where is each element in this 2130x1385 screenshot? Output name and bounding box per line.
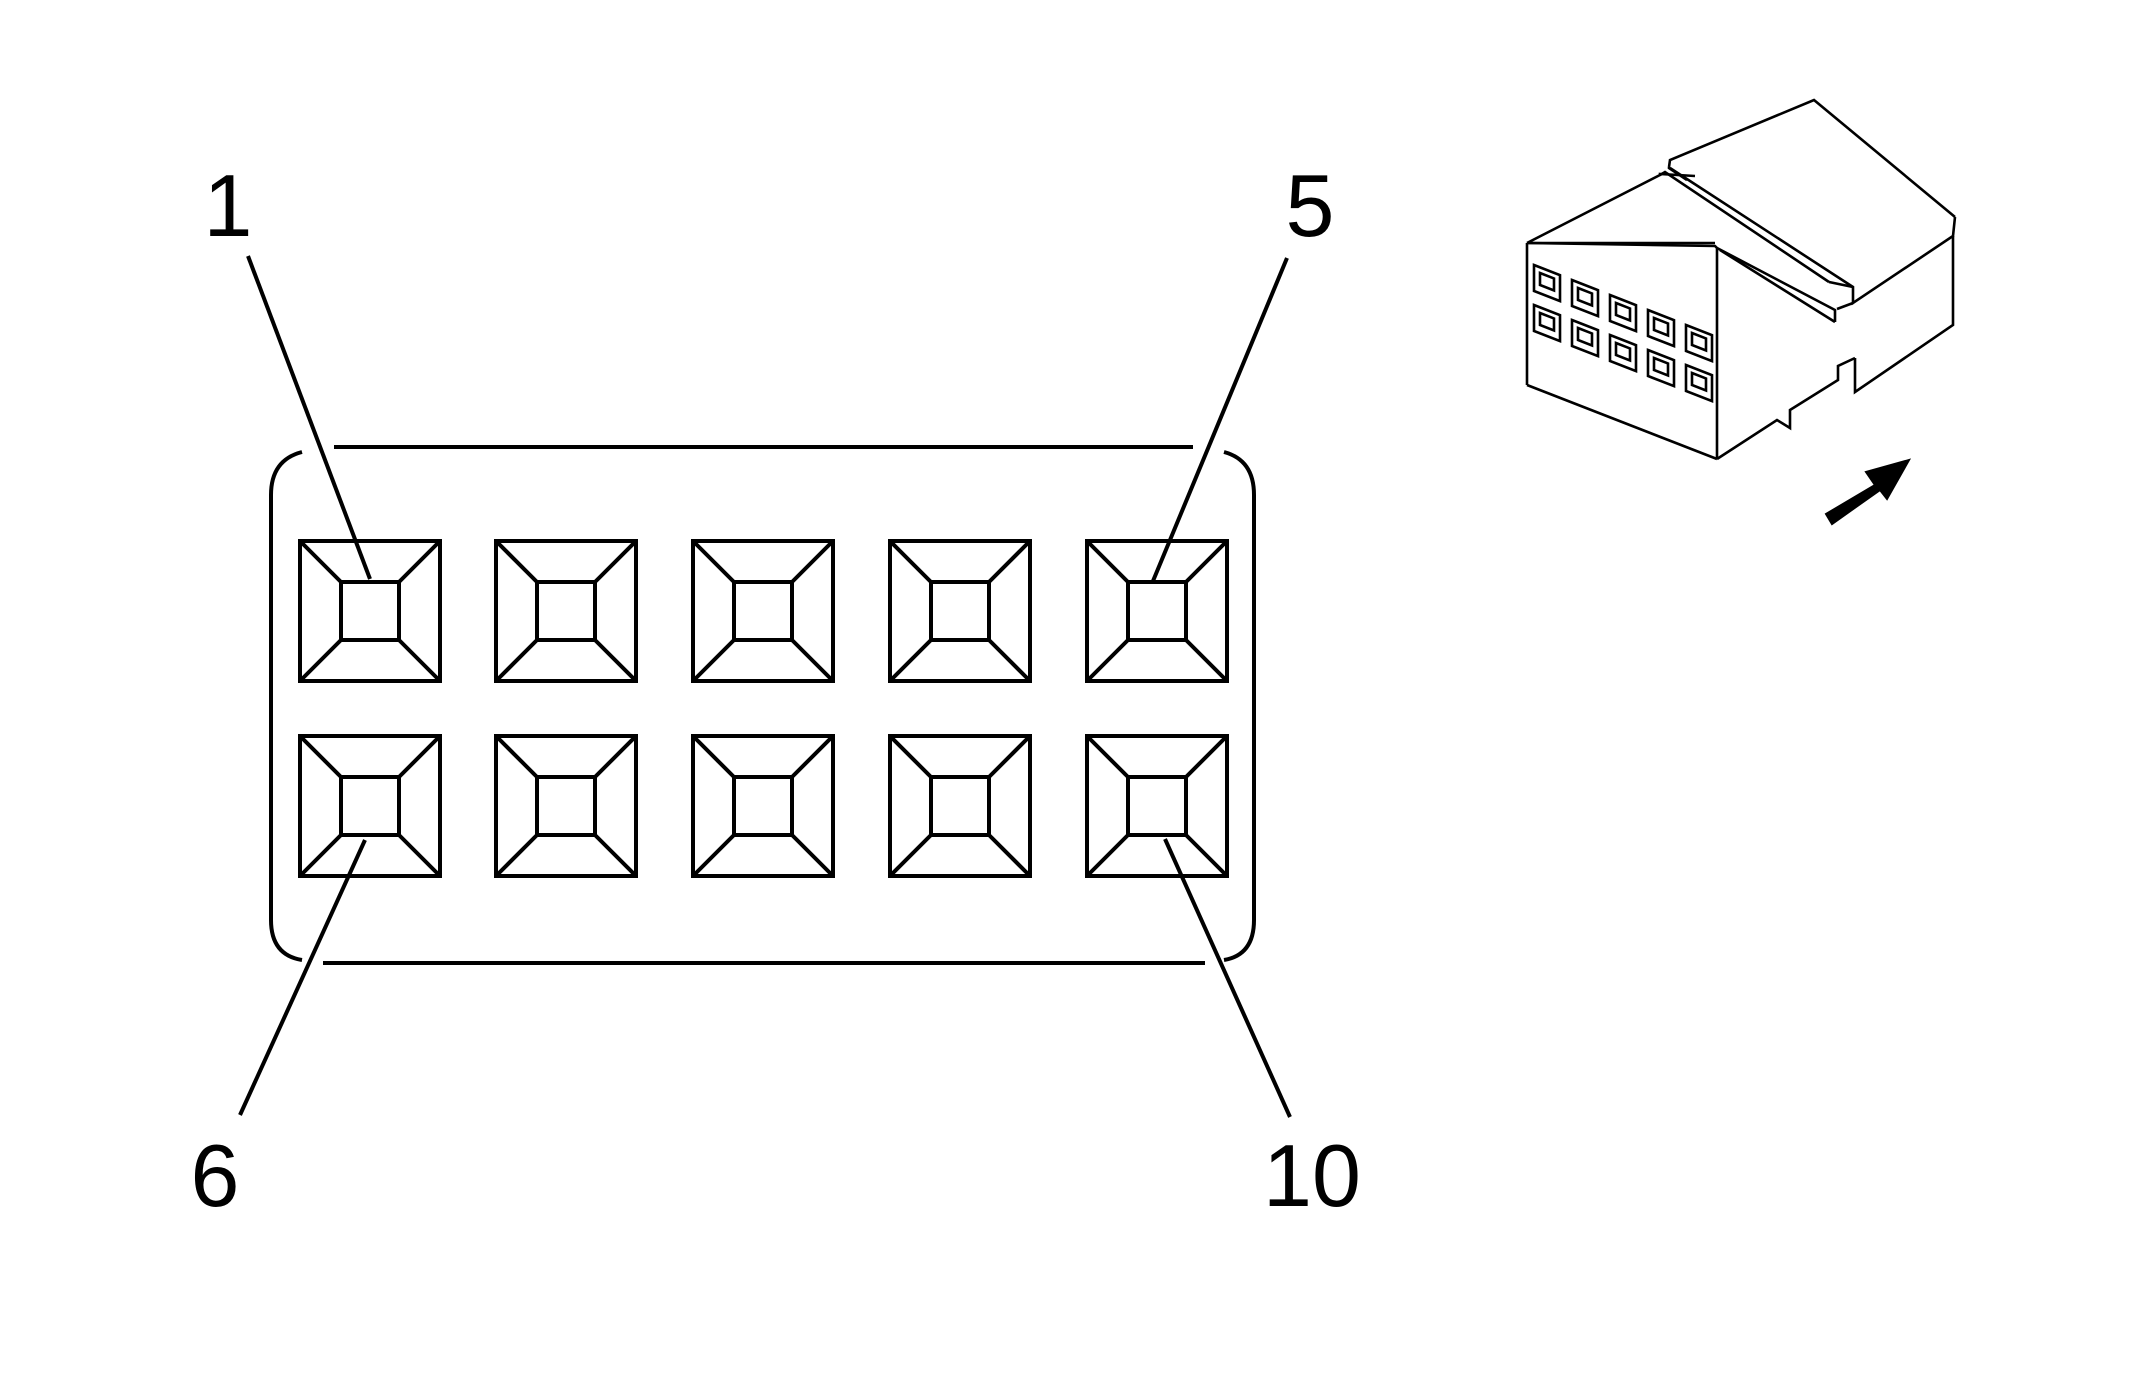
inset-pin-cavity-5 [1684, 323, 1714, 364]
pin-cavity-10 [1085, 734, 1229, 878]
leader-line-pin-6 [238, 839, 367, 1116]
pin-label-6: 6 [191, 1126, 240, 1225]
pin-cavity-grid [298, 539, 1229, 878]
inset-pin-cavity-7 [1570, 318, 1600, 359]
view-direction-arrow-icon [1824, 458, 1912, 526]
pin-cavity-6 [298, 734, 442, 878]
pin-cavity-5 [1085, 539, 1229, 683]
inset-pin-cavity-10 [1684, 363, 1714, 404]
pin-cavity-2 [494, 539, 638, 683]
inset-pin-cavity-2 [1570, 278, 1600, 319]
inset-pin-cavity-8 [1608, 333, 1638, 374]
pin-label-5: 5 [1286, 156, 1335, 255]
pin-label-10: 10 [1263, 1126, 1361, 1225]
leader-line-pin-10 [1163, 838, 1292, 1118]
inset-cavity-grid [1532, 263, 1714, 404]
pin-cavity-8 [691, 734, 835, 878]
inset-pin-cavity-4 [1646, 308, 1676, 349]
pin-label-1: 1 [204, 156, 253, 255]
inset-pin-cavity-6 [1532, 303, 1562, 344]
inset-pin-cavity-9 [1646, 348, 1676, 389]
inset-pin-cavity-1 [1532, 263, 1562, 304]
pin-cavity-7 [494, 734, 638, 878]
pin-cavity-3 [691, 539, 835, 683]
pin-cavity-4 [888, 539, 1032, 683]
pin-cavity-9 [888, 734, 1032, 878]
connector-isometric-icon [1525, 98, 1957, 461]
inset-pin-cavity-3 [1608, 293, 1638, 334]
leader-lines [238, 255, 1292, 1118]
leader-line-pin-1 [246, 255, 372, 580]
leader-line-pin-5 [1151, 257, 1289, 582]
connector-housing [269, 445, 1256, 965]
pin-cavity-1 [298, 539, 442, 683]
